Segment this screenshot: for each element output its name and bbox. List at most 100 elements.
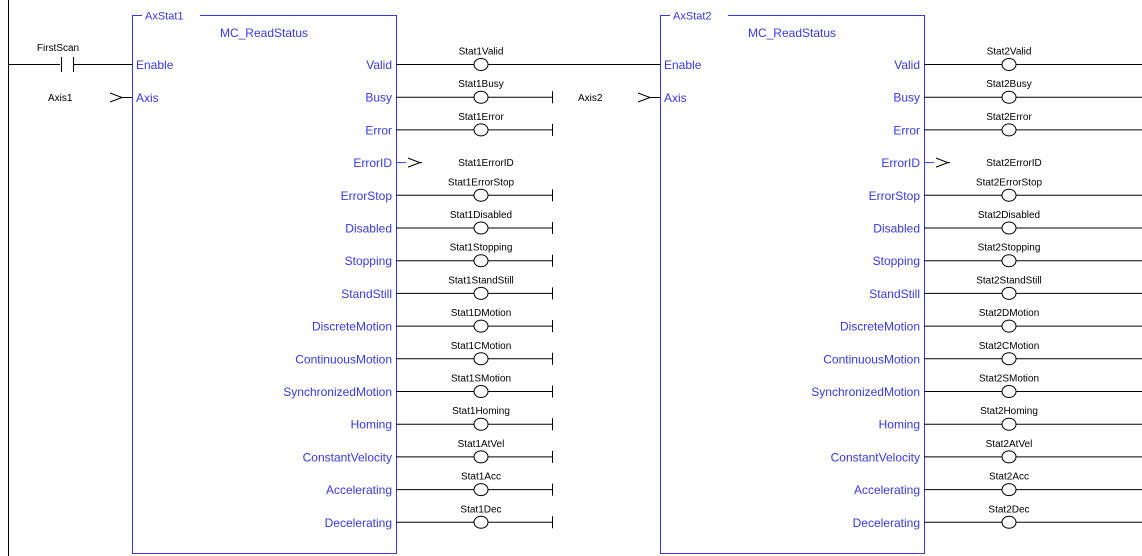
output-coil[interactable] (473, 221, 489, 235)
coil-variable-label[interactable]: Stat2Disabled (978, 210, 1040, 221)
output-coil[interactable] (473, 286, 489, 300)
output-coil[interactable] (1001, 188, 1017, 202)
coil-variable-label[interactable]: Stat2Valid (987, 47, 1032, 58)
coil-variable-label[interactable]: Stat2AtVel (986, 439, 1033, 450)
input-pin-enable: Enable (664, 58, 702, 72)
block-frame (132, 15, 397, 554)
coil-variable-label[interactable]: Stat1Busy (458, 79, 504, 90)
coil-variable-label[interactable]: Stat1Stopping (450, 243, 513, 254)
coil-variable-label[interactable]: Stat2Homing (980, 406, 1038, 417)
output-variable[interactable]: Stat2ErrorID (986, 158, 1042, 169)
output-coil[interactable] (1001, 450, 1017, 464)
output-coil[interactable] (473, 319, 489, 333)
arrow-head (109, 92, 124, 103)
output-pin-stand-still: StandStill (341, 287, 392, 301)
axis-input-variable[interactable]: Axis1 (48, 93, 73, 104)
coil-variable-label[interactable]: Stat2Stopping (978, 243, 1041, 254)
coil-variable-label[interactable]: Stat2CMotion (979, 341, 1040, 352)
output-coil[interactable] (1001, 319, 1017, 333)
output-pin-busy: Busy (893, 91, 920, 105)
coil-variable-label[interactable]: Stat2SMotion (979, 374, 1039, 385)
coil-variable-label[interactable]: Stat1AtVel (458, 439, 505, 450)
output-coil[interactable] (1001, 385, 1017, 398)
output-coil[interactable] (473, 254, 489, 268)
coil-variable-label[interactable]: Stat2Error (986, 112, 1032, 123)
coil-variable-label[interactable]: Stat2Acc (989, 472, 1029, 483)
coil-variable-label[interactable]: Stat2ErrorStop (976, 177, 1043, 188)
coil-variable-label[interactable]: Stat1Valid (459, 47, 504, 58)
output-coil[interactable] (1001, 352, 1017, 366)
output-coil[interactable] (473, 58, 489, 71)
axis-input-arrow (637, 92, 660, 103)
output-pin-stand-still: StandStill (869, 287, 920, 301)
coil-variable-label[interactable]: Stat1ErrorStop (448, 177, 515, 188)
coil-variable-label[interactable]: Stat1DMotion (451, 308, 512, 319)
output-coil[interactable] (473, 417, 489, 431)
first-scan-contact[interactable]: FirstScan (37, 43, 79, 72)
output-coil[interactable] (473, 90, 489, 104)
output-coil[interactable] (1001, 254, 1017, 268)
output-pin-disabled: Disabled (345, 222, 392, 236)
output-row-discrete-motion: DiscreteMotion Stat1DMotion (312, 308, 553, 334)
coil-variable-label[interactable]: Stat1Error (458, 112, 504, 123)
output-coil[interactable] (473, 352, 489, 366)
input-pin-axis: Axis (664, 91, 687, 105)
output-coil[interactable] (1001, 221, 1017, 235)
axis-input-arrow (109, 92, 132, 103)
output-coil[interactable] (473, 483, 489, 497)
arrow-head (637, 92, 652, 103)
coil-variable-label[interactable]: Stat2Busy (986, 79, 1032, 90)
coil-variable-label[interactable]: Stat1Dec (460, 504, 501, 515)
coil-variable-label[interactable]: Stat1CMotion (451, 341, 512, 352)
output-pin-error: Error (893, 123, 920, 137)
function-block-axstat2[interactable]: AxStat2 MC_ReadStatus Enable Axis Axis2 … (578, 10, 1142, 554)
output-pin-error: Error (365, 123, 392, 137)
block-type-name: MC_ReadStatus (748, 26, 836, 40)
output-coil[interactable] (1001, 123, 1017, 137)
output-coil[interactable] (473, 515, 489, 529)
output-coil[interactable] (1001, 58, 1017, 71)
coil-variable-label[interactable]: Stat2StandStill (976, 275, 1042, 286)
axis-input-variable[interactable]: Axis2 (578, 93, 603, 104)
output-coil[interactable] (1001, 483, 1017, 497)
output-coil[interactable] (1001, 90, 1017, 104)
coil-variable-label[interactable]: Stat1Disabled (450, 210, 512, 221)
output-row-discrete-motion: DiscreteMotion Stat2DMotion (840, 308, 1142, 334)
output-coil[interactable] (473, 123, 489, 137)
output-pin-accelerating: Accelerating (854, 483, 920, 497)
output-pin-homing: Homing (879, 418, 920, 432)
output-row-constant-velocity: ConstantVelocity Stat1AtVel (303, 439, 553, 464)
output-coil[interactable] (1001, 286, 1017, 300)
output-coil[interactable] (473, 385, 489, 398)
output-pin-discrete-motion: DiscreteMotion (312, 320, 392, 334)
block-type-name: MC_ReadStatus (220, 26, 308, 40)
output-row-stand-still: StandStill Stat2StandStill (869, 275, 1142, 301)
function-block-axstat1[interactable]: AxStat1 MC_ReadStatus Enable Axis Axis1 … (48, 10, 660, 554)
output-coil[interactable] (1001, 417, 1017, 431)
output-pin-discrete-motion: DiscreteMotion (840, 320, 920, 334)
output-row-disabled: Disabled Stat1Disabled (345, 210, 553, 236)
coil-variable-label[interactable]: Stat2Dec (988, 504, 1029, 515)
output-variable[interactable]: Stat1ErrorID (458, 158, 514, 169)
output-coil[interactable] (1001, 515, 1017, 529)
output-pin-continuous-motion: ContinuousMotion (823, 352, 920, 366)
coil-variable-label[interactable]: Stat1Homing (452, 406, 510, 417)
coil-variable-label[interactable]: Stat2DMotion (979, 308, 1040, 319)
coil-variable-label[interactable]: Stat1SMotion (451, 374, 511, 385)
block-instance-name: AxStat1 (145, 11, 184, 23)
coil-variable-label[interactable]: Stat1Acc (461, 472, 501, 483)
coil-variable-label[interactable]: Stat1StandStill (448, 275, 514, 286)
output-pin-constant-velocity: ConstantVelocity (303, 450, 392, 464)
output-coil[interactable] (473, 188, 489, 202)
output-pin-error-stop: ErrorStop (869, 189, 921, 203)
output-coil[interactable] (473, 450, 489, 464)
output-row-continuous-motion: ContinuousMotion Stat2CMotion (823, 341, 1142, 366)
